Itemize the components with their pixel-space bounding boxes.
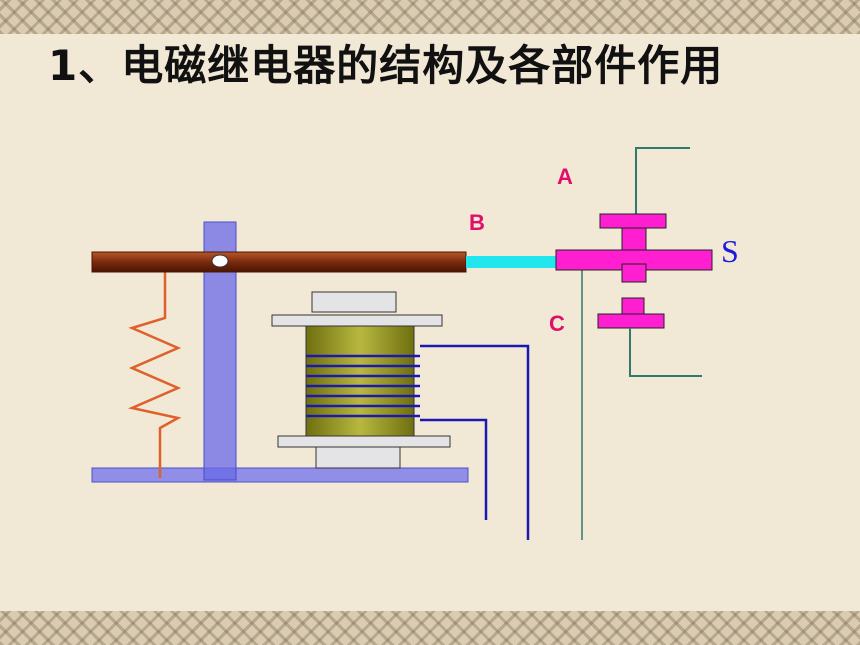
slide-title: 1、电磁继电器的结构及各部件作用 — [48, 41, 724, 90]
static-contact-a-plate — [599, 213, 667, 229]
coil-lead-wire-2 — [420, 418, 488, 520]
decorative-border-top — [0, 0, 860, 34]
static-contact-c-plate — [597, 313, 665, 329]
static-contact-a-tip — [621, 227, 647, 251]
return-spring — [127, 270, 182, 478]
armature-lever — [91, 251, 467, 273]
base-plate — [91, 467, 469, 483]
static-contact-a-lead — [635, 147, 690, 214]
label-s: S — [721, 233, 739, 269]
static-contact-c-tip — [621, 297, 645, 315]
label-a: A — [557, 164, 573, 189]
moving-contact-b-tip — [621, 263, 647, 283]
coil-windings — [306, 354, 420, 418]
coil-bottom-flange — [277, 435, 451, 448]
label-b: B — [469, 210, 485, 235]
decorative-border-bottom — [0, 611, 860, 645]
insulating-link — [466, 256, 556, 268]
label-c: C — [549, 311, 565, 336]
core-bottom-cap — [315, 446, 401, 469]
coil-top-flange — [271, 314, 443, 327]
static-contact-c-lead — [629, 328, 702, 377]
armature-pivot — [211, 254, 229, 268]
coil-body — [305, 325, 415, 437]
core-top-cap — [311, 291, 397, 313]
coil-lead-wire-1 — [420, 344, 530, 540]
